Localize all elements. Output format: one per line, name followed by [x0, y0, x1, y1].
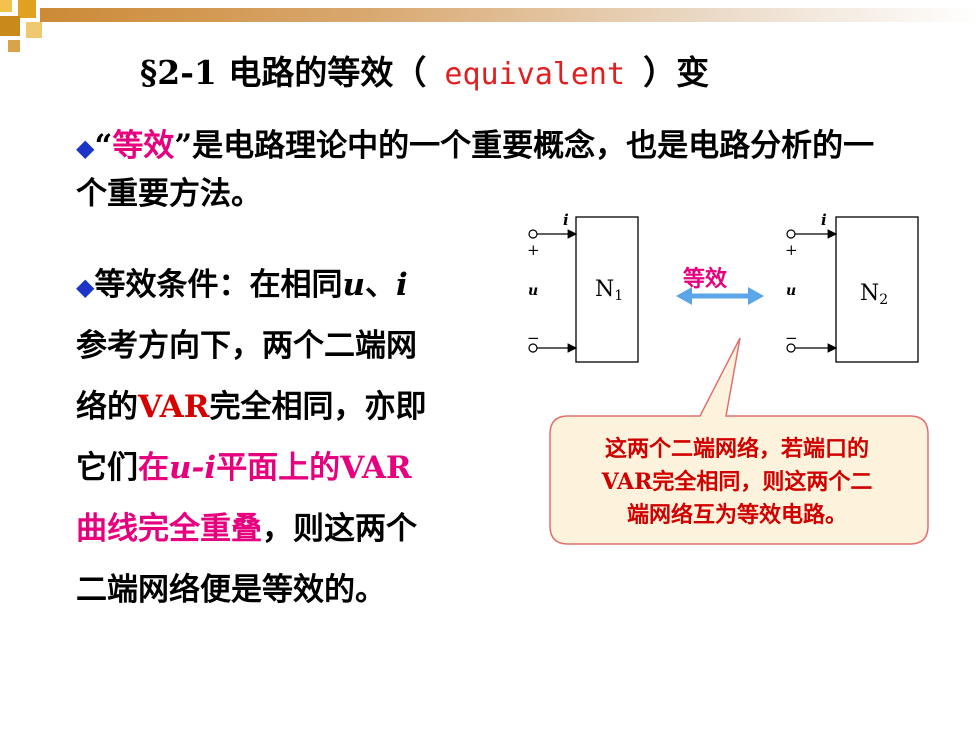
- n1-top-terminal: [528, 229, 538, 239]
- callout-line-2: VAR完全相同，则这两个二: [601, 469, 873, 495]
- n2-current-label: i: [821, 211, 827, 229]
- n1-box: [575, 216, 639, 363]
- condition-line-4: 它们在u-i平面上的VAR: [76, 450, 412, 486]
- diamond-bullet-icon: ◆: [76, 272, 95, 301]
- condition-line-3: 络的VAR完全相同，亦即: [76, 389, 427, 425]
- callout-line-1: 这两个二端网络，若端口的: [604, 436, 869, 462]
- n2-top-terminal: [786, 229, 796, 239]
- diamond-bullet-icon: ◆: [76, 133, 95, 162]
- n1-current-label: i: [563, 211, 569, 229]
- n1-bottom-terminal: [528, 343, 538, 353]
- n2-voltage-label: u: [786, 283, 796, 299]
- condition-line-2: 参考方向下，两个二端网: [76, 328, 417, 364]
- n1-plus-sign: +: [527, 241, 540, 259]
- n2-box: [835, 216, 919, 363]
- callout-line-3: 端网络互为等效电路。: [626, 502, 847, 528]
- title-english: equivalent: [426, 57, 644, 92]
- equivalence-label: 等效: [683, 266, 728, 292]
- equivalence-term: 等效: [112, 128, 175, 164]
- header-gradient-bar: [40, 8, 980, 22]
- n1-label: N1: [595, 277, 623, 304]
- slide-title: §2-1 电路的等效（ equivalent ）变: [140, 46, 709, 94]
- network-n2: + − u i N2: [785, 211, 919, 363]
- equivalence-double-arrow-icon: [676, 287, 764, 305]
- n1-minus-sign: −: [527, 329, 540, 347]
- title-prefix: §2-1 电路的等效（: [140, 53, 427, 92]
- n2-bottom-terminal: [786, 343, 796, 353]
- condition-line-1: ◆等效条件：在相同u、i: [76, 267, 408, 303]
- n2-minus-sign: −: [785, 329, 798, 347]
- definition-paragraph: ◆“等效”是电路理论中的一个重要概念，也是电路分析的一个重要方法。: [76, 123, 876, 217]
- n2-plus-sign: +: [785, 241, 798, 259]
- condition-line-6: 二端网络便是等效的。: [76, 572, 386, 608]
- condition-paragraph: ◆等效条件：在相同u、i 参考方向下，两个二端网 络的VAR完全相同，亦即 它们…: [76, 262, 506, 628]
- n1-voltage-label: u: [528, 283, 538, 299]
- open-quote: “: [94, 128, 113, 164]
- definition-text: ”是电路理论中的一个重要概念，也是电路分析的一个重要方法。: [76, 128, 875, 212]
- callout-text: 这两个二端网络，若端口的 VAR完全相同，则这两个二 端网络互为等效电路。: [560, 433, 914, 532]
- callout-bubble: [549, 337, 929, 545]
- network-n1: + − u i N1: [527, 211, 639, 363]
- title-suffix: ）变: [643, 53, 710, 92]
- condition-line-5: 曲线完全重叠，则这两个: [76, 511, 417, 547]
- n2-label: N2: [860, 281, 888, 308]
